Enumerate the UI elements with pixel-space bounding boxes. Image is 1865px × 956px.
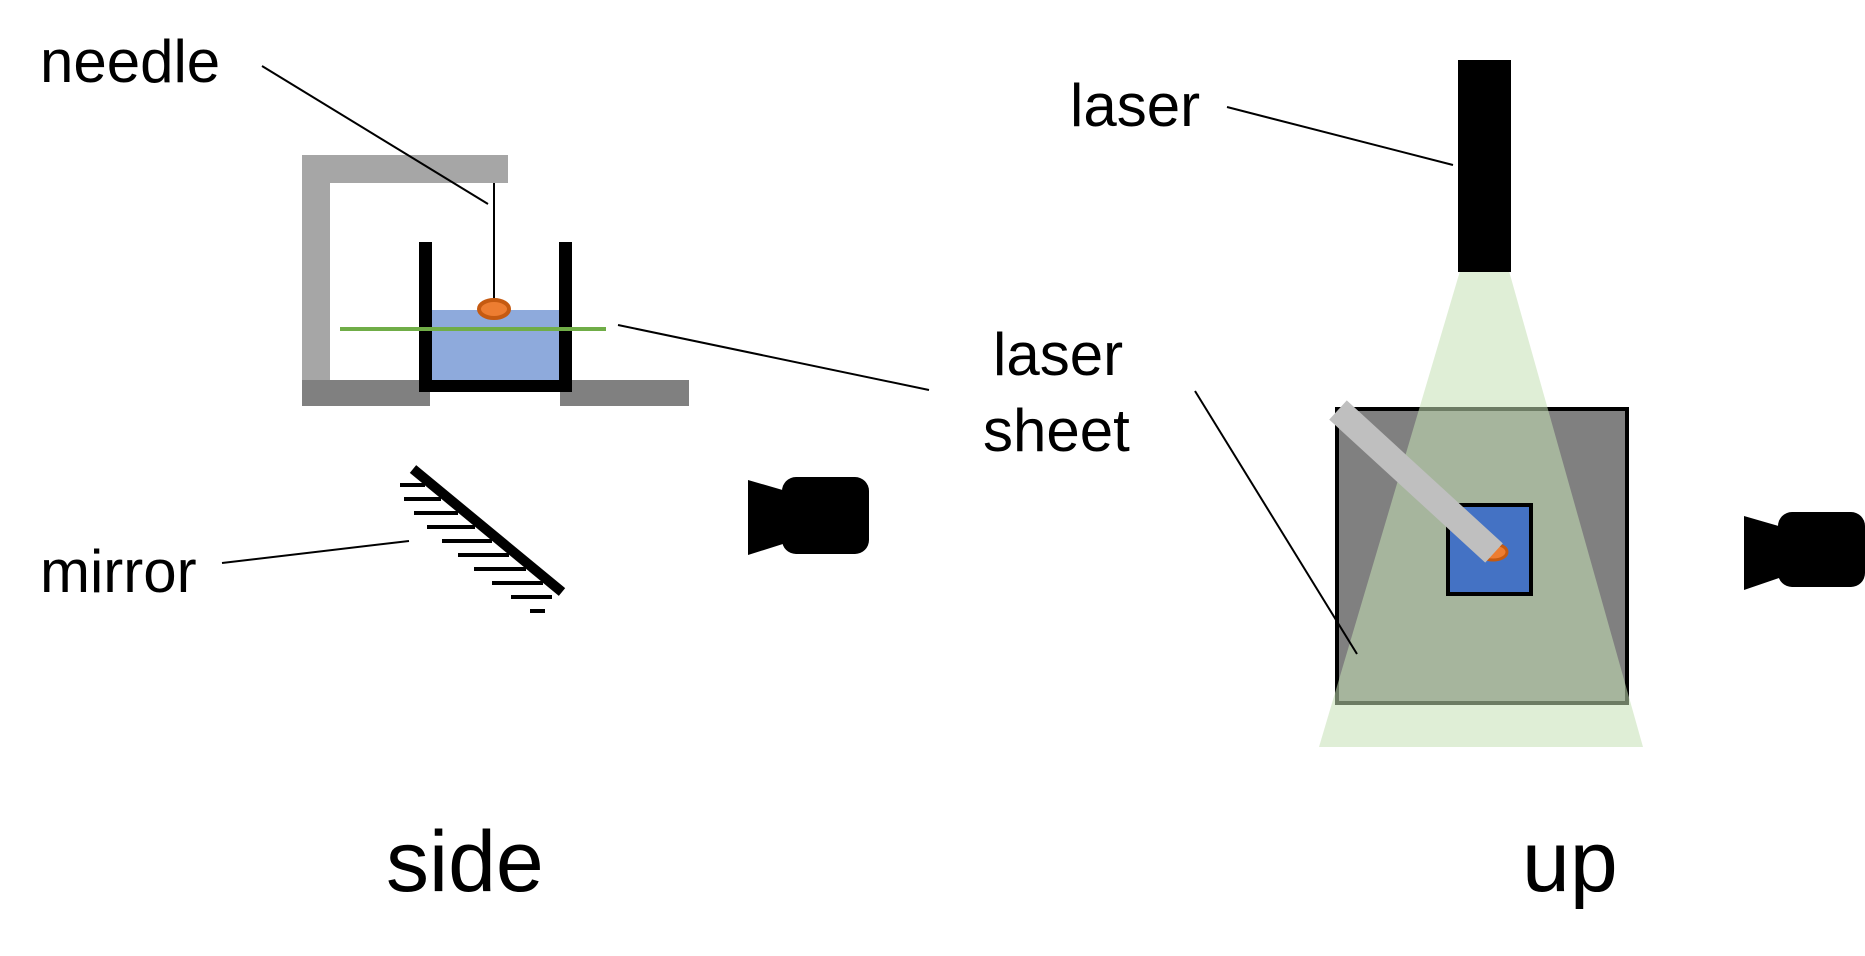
tank-bottom [419,380,572,392]
mirror-hatching [400,483,552,613]
side-view: needle mirror side [40,28,930,910]
up-view: laser up [1070,60,1865,910]
base-plate-right [560,380,689,406]
stand-post [302,155,330,380]
droplet [477,298,511,320]
mirror-surface [409,465,566,596]
needle-leader-line [261,65,489,205]
stand-top-arm [302,155,508,183]
base-plate-left [302,380,430,406]
laser-sheet-label: laser [993,321,1123,388]
laser-body [1458,60,1511,272]
tank-wall-right [559,242,572,392]
laser-sheet-leader-side [617,324,930,391]
tank-wall-left [419,242,432,392]
mirror [400,465,566,613]
needle-arm [1329,400,1503,563]
mirror-leader-line [221,540,410,564]
video-camera-icon [748,477,869,555]
side-view-title: side [386,814,544,910]
laser-sheet-leader-up [1194,390,1358,655]
needle-label: needle [40,28,220,95]
laser-sheet-label-line2: sheet [983,397,1130,464]
laser-leader-line [1226,106,1454,166]
up-view-title: up [1522,814,1618,910]
mirror-label: mirror [40,538,197,605]
video-camera-icon [1744,512,1865,590]
laser-label: laser [1070,72,1200,139]
water [430,310,560,382]
